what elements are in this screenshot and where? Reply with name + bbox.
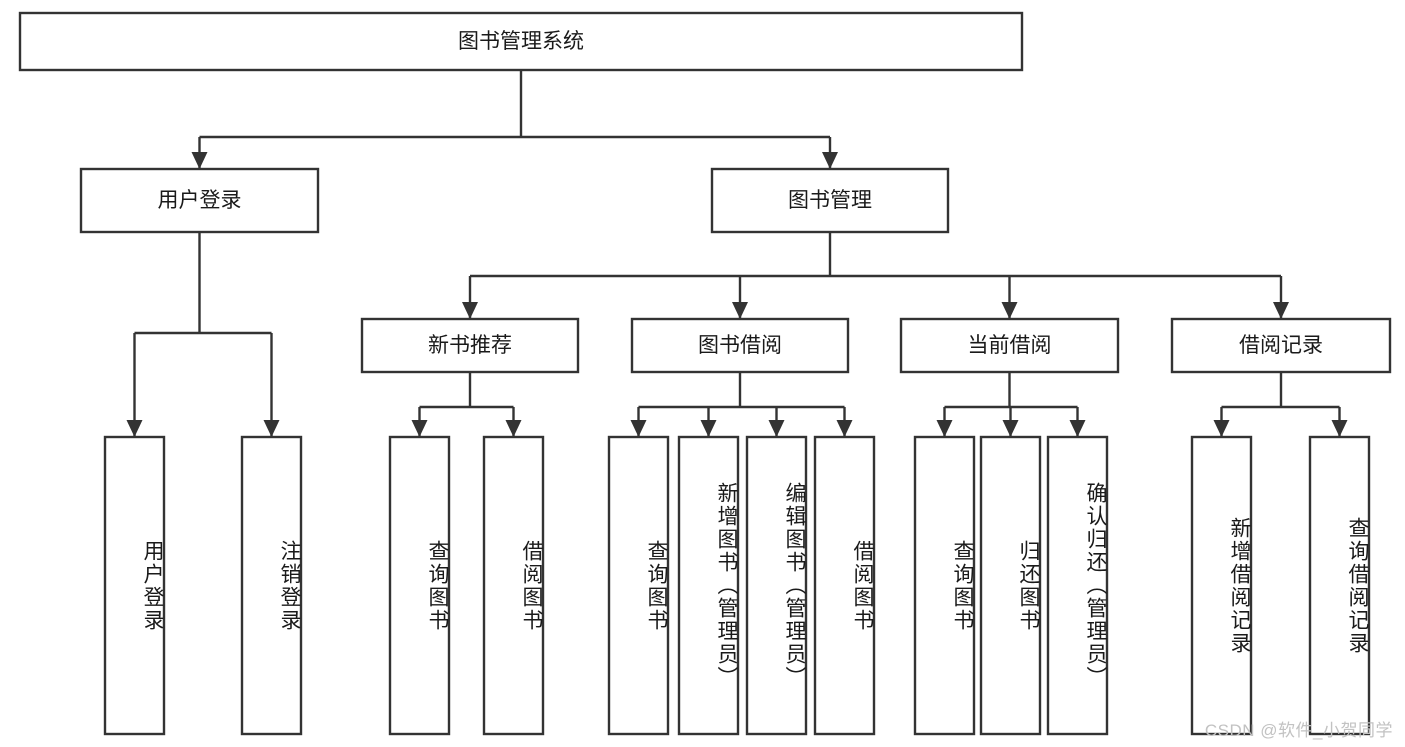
node-box-leaf-query-book-current[interactable]	[913, 435, 976, 736]
node-label-root: 图书管理系统	[458, 30, 584, 53]
arrow-head-icon	[263, 420, 280, 437]
connector-layer	[126, 70, 1348, 437]
arrow-head-icon	[732, 302, 748, 319]
arrow-head-icon	[1213, 420, 1230, 437]
node-box-leaf-borrow-book-recommend[interactable]	[482, 435, 545, 736]
node-label-new-book-recommend: 新书推荐	[428, 334, 512, 357]
arrow-head-icon	[630, 420, 647, 437]
box-layer	[18, 11, 1392, 736]
arrow-head-icon	[191, 152, 208, 169]
node-box-leaf-query-borrow-record[interactable]	[1308, 435, 1371, 736]
arrow-head-icon	[1331, 420, 1348, 437]
node-box-leaf-return-book[interactable]	[979, 435, 1042, 736]
node-box-borrow-record[interactable]	[1170, 317, 1392, 374]
node-box-leaf-borrow-book[interactable]	[813, 435, 876, 736]
node-box-leaf-add-borrow-record[interactable]	[1190, 435, 1253, 736]
node-box-leaf-edit-book[interactable]	[745, 435, 808, 736]
node-box-new-book-recommend[interactable]	[360, 317, 580, 374]
arrow-head-icon	[1069, 420, 1086, 437]
node-box-book-manage[interactable]	[710, 167, 950, 234]
node-box-leaf-user-login[interactable]	[103, 435, 166, 736]
node-box-leaf-user-logout[interactable]	[240, 435, 303, 736]
arrow-head-icon	[462, 302, 478, 319]
arrow-head-icon	[1002, 420, 1019, 437]
node-box-current-borrow[interactable]	[899, 317, 1120, 374]
arrow-head-icon	[1273, 302, 1289, 319]
arrow-head-icon	[505, 420, 522, 437]
node-box-leaf-query-book-recommend[interactable]	[388, 435, 451, 736]
watermark-text: CSDN @软件_小贺同学	[1204, 721, 1393, 740]
arrow-head-icon	[836, 420, 853, 437]
node-box-book-borrow[interactable]	[630, 317, 850, 374]
node-box-leaf-query-book-borrow[interactable]	[607, 435, 670, 736]
node-label-current-borrow: 当前借阅	[968, 334, 1052, 357]
node-label-user-login: 用户登录	[158, 189, 242, 212]
node-box-user-login[interactable]	[79, 167, 320, 234]
arrow-head-icon	[822, 152, 838, 169]
node-box-leaf-confirm-return[interactable]	[1046, 435, 1109, 736]
arrow-head-icon	[1001, 302, 1018, 319]
node-box-root[interactable]	[18, 11, 1024, 72]
arrow-head-icon	[700, 420, 717, 437]
arrow-head-icon	[936, 420, 953, 437]
arrow-head-icon	[768, 420, 785, 437]
node-label-book-manage: 图书管理	[788, 189, 872, 212]
arrow-head-icon	[411, 420, 428, 437]
arrow-head-icon	[126, 420, 143, 437]
node-box-leaf-add-book[interactable]	[677, 435, 740, 736]
node-label-book-borrow: 图书借阅	[698, 334, 782, 357]
node-label-borrow-record: 借阅记录	[1239, 334, 1323, 357]
